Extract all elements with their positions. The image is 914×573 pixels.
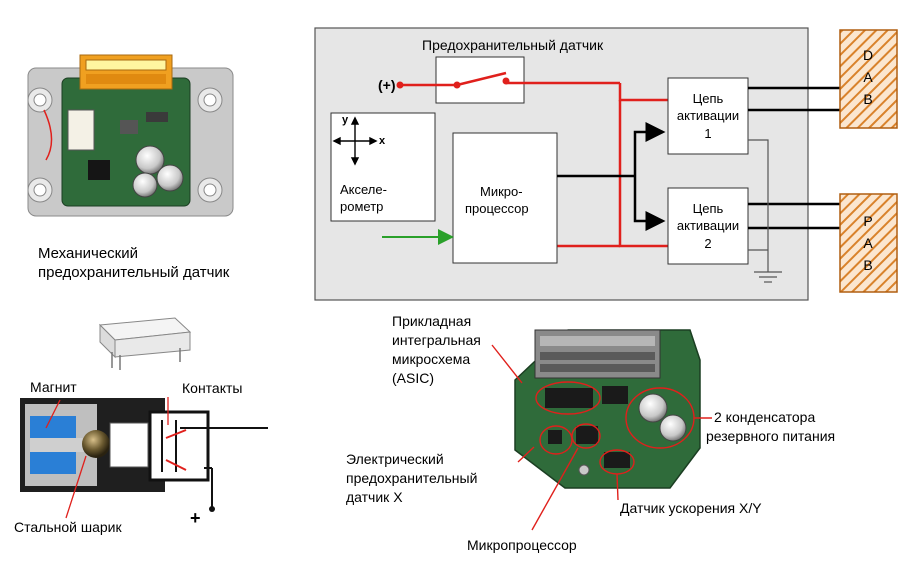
electric-sensor-label-3: датчик X	[346, 489, 403, 505]
activation-2-label-1: Цепь	[693, 201, 724, 216]
capacitors-label-2: резервного питания	[706, 428, 835, 444]
mechanical-sensor-label-2: предохранительный датчик	[38, 264, 230, 281]
electric-sensor-label-2: предохранительный	[346, 470, 477, 486]
activation-2-label-2: активации	[677, 218, 739, 233]
activation-1-label-3: 1	[704, 126, 711, 141]
airbag-output-wires	[748, 86, 840, 230]
steel-ball-icon	[82, 430, 110, 458]
plus-sign-label: +	[190, 508, 201, 528]
mechanical-sensor-label-1: Механический	[38, 245, 138, 262]
microprocessor-box	[452, 132, 558, 264]
activation-2-label-3: 2	[704, 236, 711, 251]
switch-contact-left	[396, 81, 404, 89]
accelerometer-label-2: рометр	[340, 199, 383, 214]
axis-x-label: x	[379, 135, 386, 147]
steel-ball-label: Стальной шарик	[14, 519, 122, 535]
axis-cross-icon	[332, 116, 378, 166]
dab-letter-b: B	[863, 91, 872, 107]
dab-letter-a: A	[863, 69, 873, 85]
microprocessor-callout-label: Микропроцессор	[467, 537, 577, 553]
activation-circuit-2-box	[667, 187, 749, 265]
electric-sensor-label-1: Электрический	[346, 451, 444, 467]
control-wires	[557, 122, 666, 231]
magnet-label: Магнит	[30, 379, 77, 395]
passenger-airbag-box	[839, 193, 898, 293]
pab-letter-a: A	[863, 235, 873, 251]
control-unit-pcb-photo	[514, 329, 701, 489]
contacts-label: Контакты	[182, 380, 242, 396]
sensor-cross-section	[20, 397, 268, 519]
activation-1-label-1: Цепь	[693, 91, 724, 106]
ground-wires	[748, 139, 782, 283]
driver-airbag-box	[839, 29, 898, 129]
plus-terminal-label: (+)	[378, 77, 396, 93]
red-power-wire	[400, 71, 668, 248]
switch-contact-mid	[453, 81, 461, 89]
asic-label-2: интегральная	[392, 332, 481, 348]
safety-sensor-label: Предохранительный датчик	[422, 37, 604, 53]
dab-letter-d: D	[863, 47, 873, 63]
sensor-component-photo	[98, 317, 192, 370]
pab-letter-p: P	[863, 213, 872, 229]
accel-xy-label: Датчик ускорения X/Y	[620, 500, 762, 516]
microprocessor-label-2: процессор	[465, 201, 529, 216]
activation-circuit-1-box	[667, 77, 749, 155]
accelerometer-box	[330, 112, 436, 222]
asic-label-3: микросхема	[392, 351, 470, 367]
accelerometer-label-1: Акселе-	[340, 182, 387, 197]
axis-y-label: y	[342, 114, 349, 126]
asic-label-1: Прикладная	[392, 313, 471, 329]
pcb-callout-circles	[491, 344, 712, 531]
asic-label-4: (ASIC)	[392, 370, 434, 386]
microprocessor-label-1: Микро-	[480, 184, 523, 199]
capacitors-label-1: 2 конденсатора	[714, 409, 815, 425]
activation-1-label-2: активации	[677, 108, 739, 123]
pab-letter-b: B	[863, 257, 872, 273]
mechanical-sensor-photo	[27, 54, 234, 217]
switch-contact-right	[502, 77, 510, 85]
